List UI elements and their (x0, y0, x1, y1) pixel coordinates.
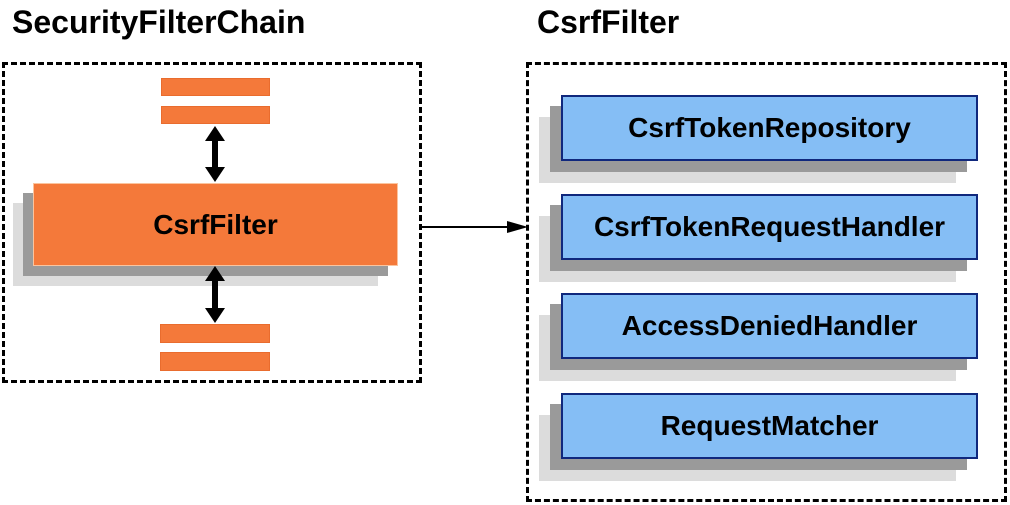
component-box-csrf-token-request-handler: CsrfTokenRequestHandler (561, 194, 978, 260)
link-arrow-icon (422, 221, 528, 233)
component-label: CsrfTokenRequestHandler (593, 211, 946, 242)
component-label: CsrfTokenRepository (628, 112, 911, 143)
component-box-csrf-token-repository: CsrfTokenRepository (561, 95, 978, 161)
filter-placeholder-bar (161, 106, 270, 124)
double-arrow-icon (205, 266, 225, 323)
component-label: AccessDeniedHandler (621, 310, 918, 341)
security-filter-chain-panel: CsrfFilter (2, 62, 422, 383)
csrf-filter-box: CsrfFilter (33, 183, 398, 266)
security-filter-chain-title: SecurityFilterChain (12, 4, 306, 40)
double-arrow-icon (205, 126, 225, 182)
filter-placeholder-bar (161, 78, 270, 96)
component-label: RequestMatcher (660, 410, 879, 441)
csrf-filter-title: CsrfFilter (537, 4, 680, 40)
filter-placeholder-bar (160, 352, 270, 371)
component-box-request-matcher: RequestMatcher (561, 393, 978, 459)
csrf-filter-box-label: CsrfFilter (153, 208, 278, 240)
csrf-filter-panel: CsrfTokenRepository CsrfTokenRequestHand… (526, 62, 1007, 502)
component-box-access-denied-handler: AccessDeniedHandler (561, 293, 978, 359)
filter-placeholder-bar (160, 324, 270, 343)
